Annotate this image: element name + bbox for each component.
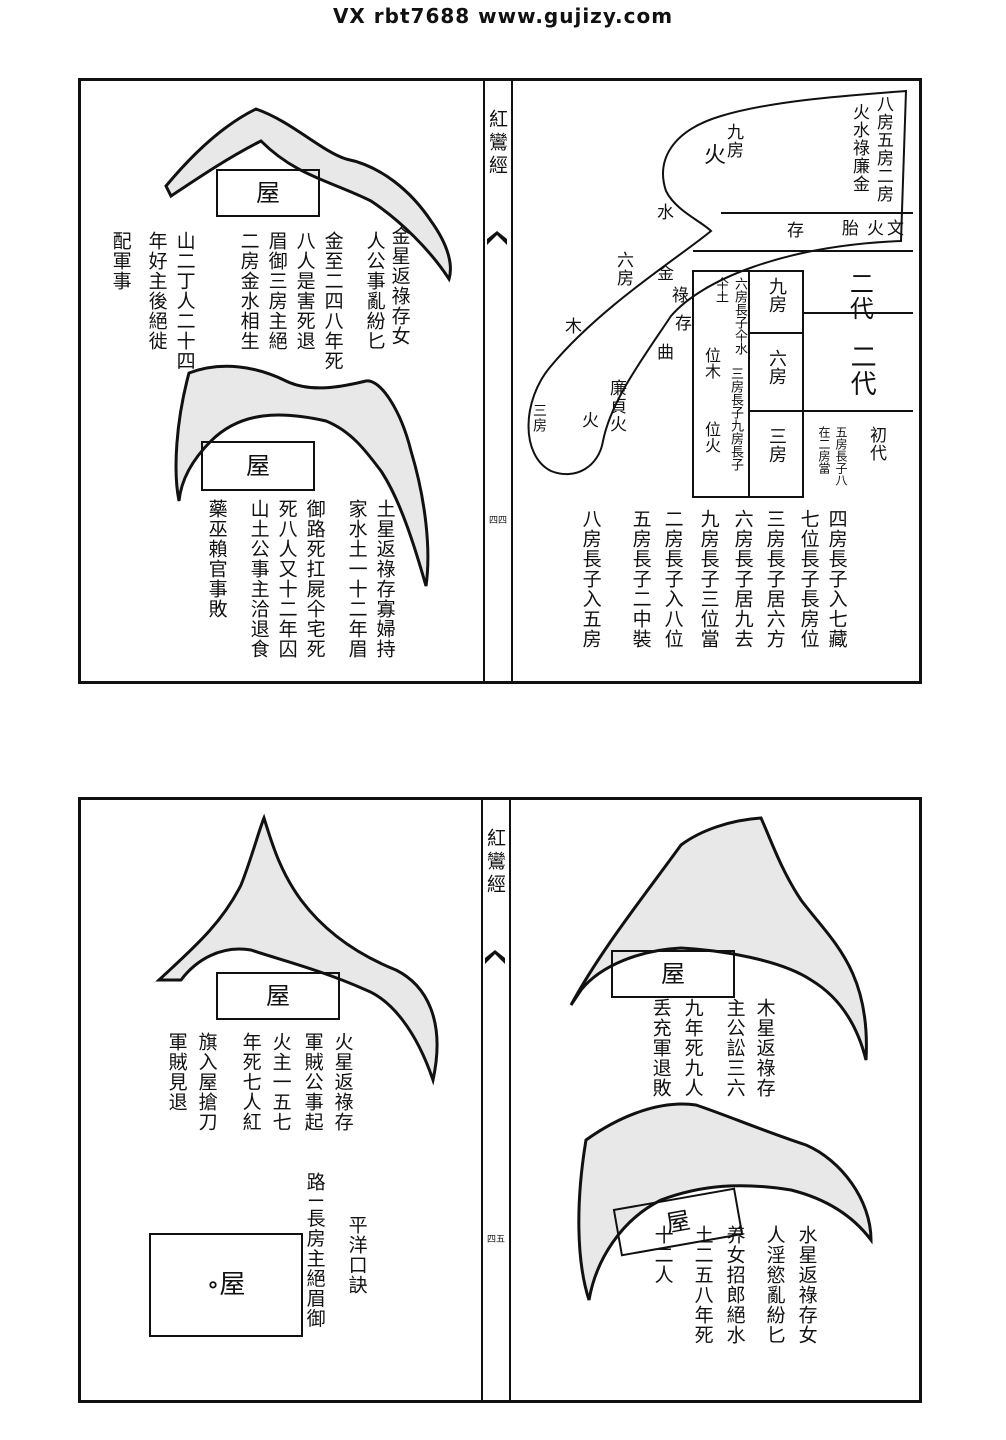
grid-cell: 六房: [763, 349, 789, 385]
grid-cell: 位火: [699, 421, 723, 453]
grid-cell: 三房長子九房長子: [726, 367, 745, 487]
page-spread-top: 屋 屋 金星返祿存女 人公事亂紛匕 金至二四八年死 八人是害死退 眉御三房主絕 …: [78, 78, 922, 684]
verse-col: 七位長子長房位: [795, 509, 821, 679]
grid-cell: 九房: [763, 277, 789, 313]
curve-label: 三房: [529, 403, 549, 433]
curve-label: 木: [559, 317, 584, 335]
verse-col: 人淫慾亂紛匕: [761, 1225, 787, 1395]
grid-cell: 三房: [763, 427, 789, 463]
verse-col: 丢充軍退敗: [647, 998, 673, 1158]
curve-label: 火: [696, 143, 728, 166]
verse-col: 九年死九人: [679, 998, 705, 1158]
generation-label: 二代: [843, 271, 875, 321]
verse-col: 二房長子入八位: [659, 509, 685, 679]
verse-col: 土二五八年死: [689, 1225, 715, 1395]
verse-col: 养女招郎絕水: [721, 1225, 747, 1395]
generation-note: 五房長子八在二房當: [816, 426, 850, 496]
page-spread-bottom: 屋 ∘屋 火星返祿存 軍賊公事起 火主一五七 年死七人紅 旗入屋搶刀 軍賊見退 …: [78, 797, 922, 1403]
verse-col: 五房長子二中裝: [627, 509, 653, 679]
house-curve-shape: [571, 818, 866, 1060]
verse-col: 八房長子入五房: [577, 509, 603, 679]
curve-label: 水: [651, 203, 676, 221]
verse-col: 水星返祿存女: [793, 1225, 819, 1395]
verse-col: 六房長子居九去: [729, 509, 755, 679]
band-label: 胎: [836, 219, 861, 237]
verse-col: 十二人: [649, 1225, 675, 1395]
grid-cell: 位木: [699, 347, 723, 379]
curve-label: 火: [576, 411, 601, 429]
watermark: VX rbt7688 www.gujizy.com: [0, 4, 1006, 28]
verse-col: 九房長子三位當: [695, 509, 721, 679]
band-label: 存: [781, 221, 806, 239]
curve-label: 祿: [666, 286, 691, 304]
curve-label: 金: [651, 264, 676, 282]
generation-label: 初代: [864, 426, 889, 462]
diagram-label: 火水祿廉金: [847, 103, 872, 193]
generation-label: 二代: [843, 343, 878, 397]
curve-label: 六房: [611, 251, 636, 287]
right-page-diagram: [81, 81, 919, 681]
verse-col: 主公訟三六: [721, 998, 747, 1158]
band-label: 火: [861, 219, 886, 237]
verse-col: 木星返祿存: [751, 998, 777, 1158]
curve-label: 曲: [651, 343, 676, 361]
house-box: 屋: [611, 950, 735, 998]
verse-col: 四房長子入七藏: [823, 509, 849, 679]
curve-label: 存: [669, 314, 694, 332]
curve-label: 廉貞火: [604, 379, 629, 433]
verse-col: 三房長子居六方: [761, 509, 787, 679]
diagram-label: 八房五房二房: [871, 95, 896, 203]
